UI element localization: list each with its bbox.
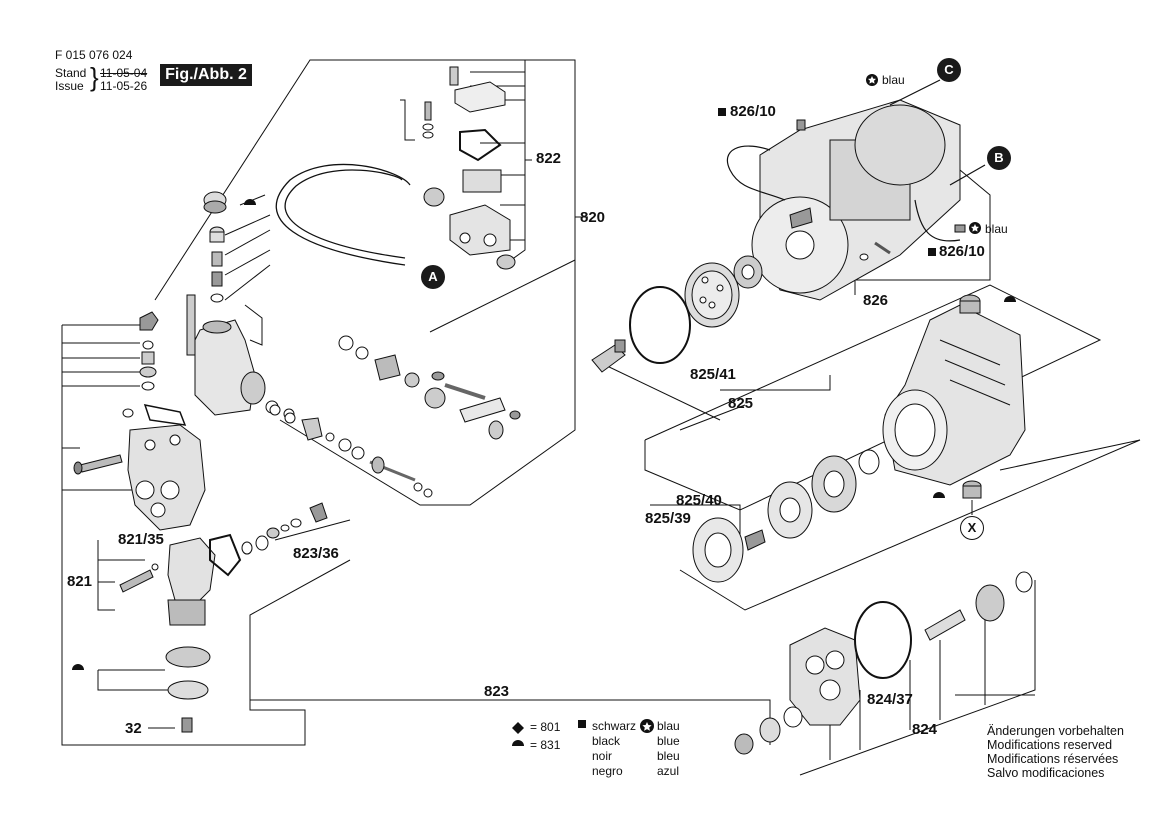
grease-markers [72, 108, 1016, 746]
legend-black-en: black [592, 734, 621, 748]
part-label-825-41: 825/41 [690, 366, 736, 383]
small-parts-left [122, 311, 187, 426]
legend-grease-801: = 801 [530, 720, 561, 734]
frame-826 [855, 169, 991, 281]
legend-blue-es: azul [657, 764, 680, 778]
connector-c: C [937, 58, 961, 82]
part-label-825-39: 825/39 [645, 510, 691, 527]
legend-color-black: schwarz black noir negro [592, 719, 636, 779]
switch-assembly [422, 66, 516, 270]
notice-es: Salvo modificaciones [987, 766, 1105, 780]
stand-date: 11-05-04 [100, 66, 148, 80]
frame-824 [799, 580, 1036, 776]
document-number: F 015 076 024 [55, 48, 133, 62]
legend-grease-831: = 831 [530, 738, 561, 752]
brace-glyph: } [90, 62, 99, 92]
part-label-825: 825 [728, 395, 754, 412]
part-label-820: 820 [580, 209, 606, 226]
part-label-826-10-bottom: 826/10 [939, 243, 985, 260]
gear-housing [882, 294, 1026, 499]
legend-blue-en: blue [657, 734, 680, 748]
connector-b: B [987, 146, 1011, 170]
figure-label: Fig./Abb. 2 [160, 64, 252, 86]
legend-black-fr: noir [592, 749, 613, 763]
hose [275, 163, 411, 266]
stand-label: Stand [55, 66, 87, 80]
part-label-824: 824 [912, 721, 938, 738]
connector-a: A [421, 265, 445, 289]
wire-color-blue-top: blau [882, 73, 905, 87]
frame-820 [154, 59, 576, 506]
wire-color-blue-right: blau [985, 222, 1008, 236]
part-label-826: 826 [863, 292, 889, 309]
outlet-fitting [119, 533, 242, 733]
legend-black-de: schwarz [592, 719, 637, 733]
cylinder-head [734, 571, 1033, 755]
part-label-825-40: 825/40 [676, 492, 722, 509]
legend-black-es: negro [592, 764, 623, 778]
notice-fr: Modifications réservées [987, 752, 1119, 766]
piston-row-lower [269, 404, 433, 498]
motor [726, 79, 986, 301]
part-label-32: 32 [125, 720, 142, 737]
legend-color-blue: blau blue bleu azul [657, 719, 680, 779]
legend-blue-de: blau [657, 719, 680, 733]
legend-blue-fr: bleu [657, 749, 680, 763]
frame-821 [61, 325, 351, 746]
piston-row-upper [338, 335, 521, 440]
part-label-821: 821 [67, 573, 93, 590]
connector-x: X [960, 516, 984, 540]
gear [591, 255, 763, 373]
part-label-823-36: 823/36 [293, 545, 339, 562]
modification-notice: Änderungen vorbehalten Modifications res… [987, 724, 1124, 780]
parts-823-36 [241, 502, 328, 555]
notice-de: Änderungen vorbehalten [987, 724, 1124, 738]
valve-column [186, 191, 295, 420]
notice-en: Modifications reserved [987, 738, 1113, 752]
part-label-824-37: 824/37 [867, 691, 913, 708]
part-label-822: 822 [536, 150, 562, 167]
part-label-821-35: 821/35 [118, 531, 164, 548]
part-label-823: 823 [484, 683, 510, 700]
issue-label: Issue [55, 79, 84, 93]
pump-head [73, 424, 206, 531]
part-label-826-10-top: 826/10 [730, 103, 776, 120]
issue-date: 11-05-26 [100, 79, 148, 93]
bearing-set [692, 449, 880, 583]
